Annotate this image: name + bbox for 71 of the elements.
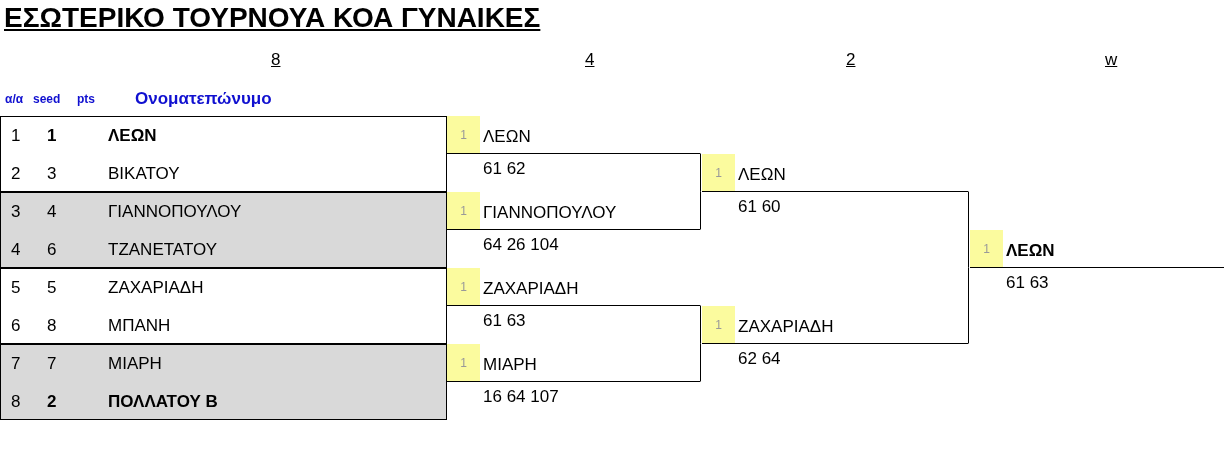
- bracket-line: [700, 305, 701, 344]
- player-name: ΜΙΑΡΗ: [108, 354, 162, 374]
- player-name: ΠΟΛΛΑΤΟΥ Β: [108, 392, 218, 412]
- seed-badge: 1: [447, 344, 480, 381]
- player-name: ΒΙΚΑΤΟΥ: [108, 164, 180, 184]
- seed-badge: 1: [447, 116, 480, 153]
- seed-number: 3: [47, 164, 57, 184]
- player-name: ΤΖΑΝΕΤΑΤΟΥ: [108, 240, 217, 260]
- round-label: 4: [585, 50, 595, 70]
- bracket-line: [700, 191, 701, 230]
- round-label: 8: [271, 50, 281, 70]
- player-name: ΜΙΑΡΗ: [482, 354, 537, 375]
- seed-badge: 1: [702, 306, 735, 343]
- column-header: pts: [77, 92, 95, 106]
- match-score: 61 63: [1006, 273, 1049, 293]
- bracket-entry: [447, 344, 700, 382]
- bracket-entry: [447, 268, 700, 306]
- seed-badge: 1: [447, 268, 480, 305]
- match-score: 61 60: [738, 197, 781, 217]
- column-header: seed: [33, 92, 61, 106]
- match-box: [0, 192, 447, 268]
- round-label: 2: [846, 50, 856, 70]
- page-title: ΕΣΩΤΕΡΙΚΟ ΤΟΥΡΝΟΥΑ ΚΟΑ ΓΥΝΑΙΚΕΣ: [4, 2, 541, 34]
- row-number: 4: [11, 240, 21, 260]
- row-number: 8: [11, 392, 21, 412]
- row-number: 3: [11, 202, 21, 222]
- player-name: ΓΙΑΝΝΟΠΟΥΛΟΥ: [108, 202, 242, 222]
- bracket-line: [700, 153, 701, 192]
- player-name: ΛΕΩΝ: [482, 126, 531, 147]
- row-number: 5: [11, 278, 21, 298]
- player-name: ΖΑΧΑΡΙΑΔΗ: [108, 278, 204, 298]
- seed-badge: 1: [447, 192, 480, 229]
- match-score: 61 62: [483, 159, 526, 179]
- player-name: ΛΕΩΝ: [737, 164, 786, 185]
- player-name: ΖΑΧΑΡΙΑΔΗ: [482, 278, 579, 299]
- seed-number: 5: [47, 278, 57, 298]
- column-header: Ονοματεπώνυμο: [135, 89, 272, 109]
- bracket-line: [968, 191, 969, 268]
- seed-number: 2: [47, 392, 57, 412]
- match-box: [0, 116, 447, 192]
- player-name: ΛΕΩΝ: [108, 126, 157, 146]
- row-number: 2: [11, 164, 21, 184]
- seed-number: 7: [47, 354, 57, 374]
- player-name: ΖΑΧΑΡΙΑΔΗ: [737, 316, 834, 337]
- row-number: 7: [11, 354, 21, 374]
- bracket-entry: [702, 154, 968, 192]
- match-box: [0, 344, 447, 420]
- bracket-entry: [702, 306, 968, 344]
- seed-number: 1: [47, 126, 57, 146]
- seed-number: 6: [47, 240, 57, 260]
- row-number: 1: [11, 126, 21, 146]
- match-score: 62 64: [738, 349, 781, 369]
- player-name: ΛΕΩΝ: [1005, 240, 1055, 261]
- bracket-entry: [447, 116, 700, 154]
- match-score: 64 26 104: [483, 235, 559, 255]
- match-score: 61 63: [483, 311, 526, 331]
- player-name: ΜΠΑΝΗ: [108, 316, 171, 336]
- bracket-line: [968, 267, 969, 344]
- bracket-line: [700, 343, 701, 382]
- row-number: 6: [11, 316, 21, 336]
- player-name: ΓΙΑΝΝΟΠΟΥΛΟΥ: [482, 202, 617, 223]
- bracket-entry: [970, 230, 1224, 268]
- column-header: α/α: [5, 92, 24, 106]
- match-box: [0, 268, 447, 344]
- match-score: 16 64 107: [483, 387, 559, 407]
- seed-badge: 1: [970, 230, 1003, 267]
- seed-number: 4: [47, 202, 57, 222]
- round-label: w: [1105, 50, 1118, 70]
- seed-badge: 1: [702, 154, 735, 191]
- seed-number: 8: [47, 316, 57, 336]
- bracket-entry: [447, 192, 700, 230]
